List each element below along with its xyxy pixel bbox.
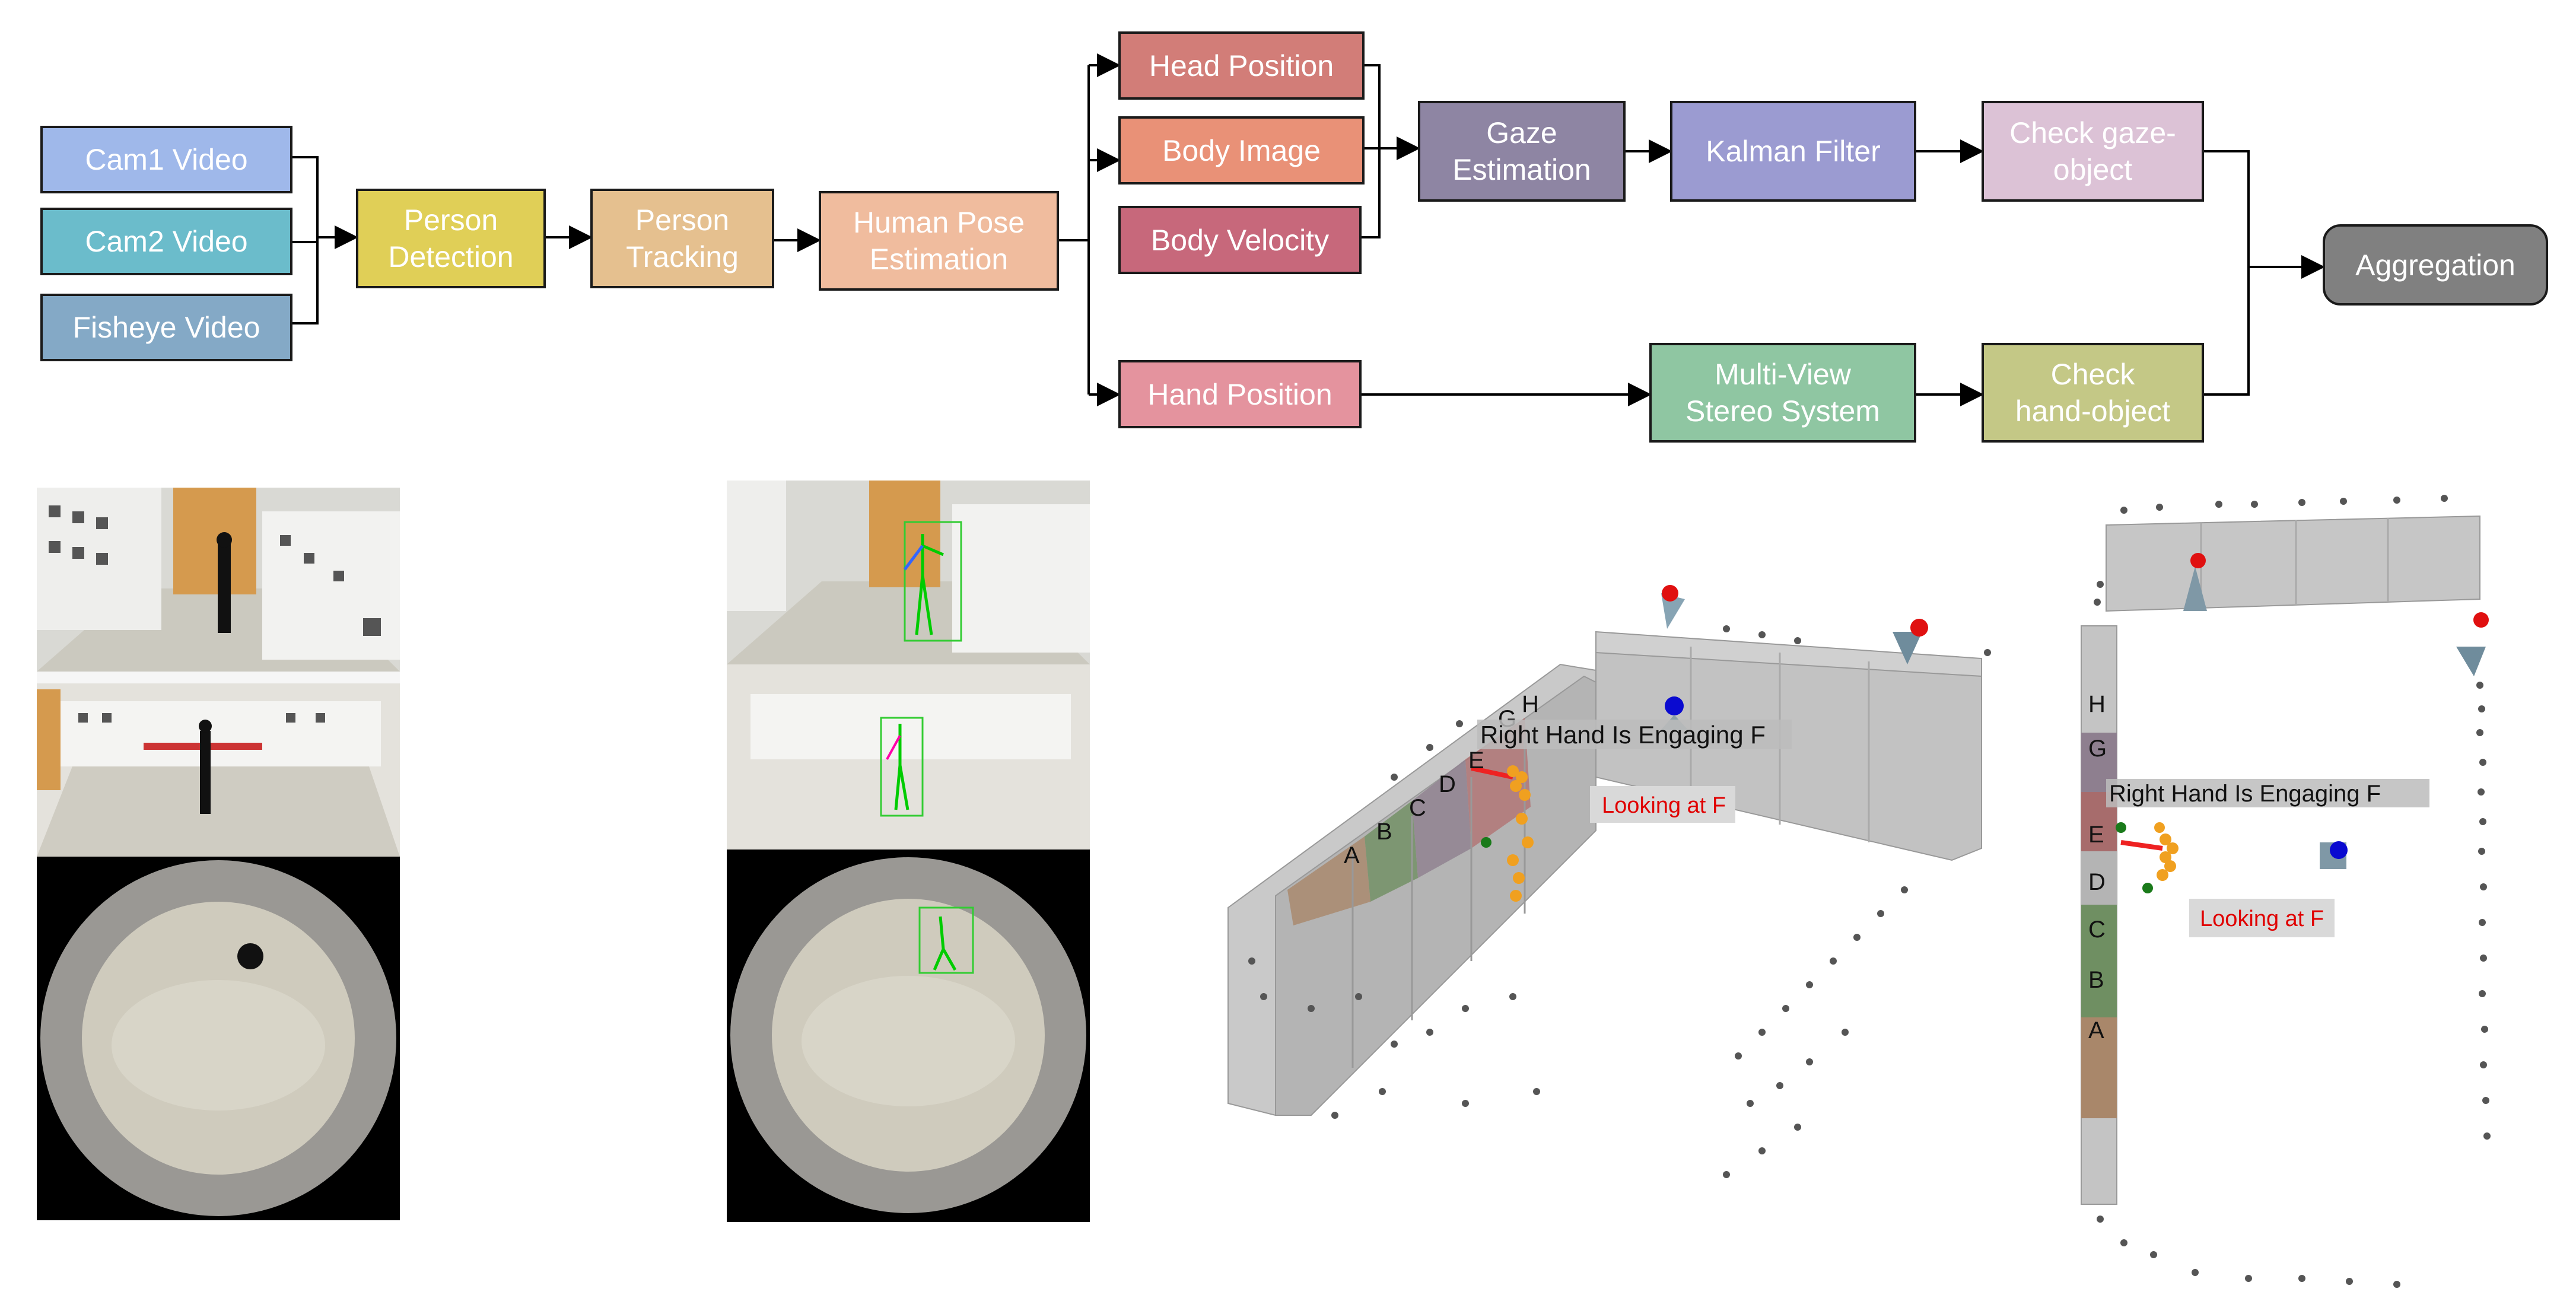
check-hand-object-box: Check hand-object xyxy=(1982,343,2204,443)
fisheye-video-box: Fisheye Video xyxy=(40,294,292,361)
shelf-label-b: B xyxy=(1376,819,1392,845)
pose-frames-illustration xyxy=(727,481,1090,1222)
pose-annotated-frames xyxy=(727,481,1090,1222)
top-shelf-label-b: B xyxy=(2088,967,2104,993)
cam1-video-box: Cam1 Video xyxy=(40,126,292,193)
gaze-estimation-box: Gaze Estimation xyxy=(1418,101,1626,202)
shelf-label-h: H xyxy=(1522,691,1539,717)
scene-3d-view: A B C D E G H Right Hand Is Engaging F L… xyxy=(1216,581,2005,1210)
kalman-filter-box: Kalman Filter xyxy=(1670,101,1916,202)
hand-position-box: Hand Position xyxy=(1118,360,1362,428)
person-tracking-box: Person Tracking xyxy=(590,189,774,288)
shelf-label-c: C xyxy=(1409,795,1426,821)
shelf-label-d: D xyxy=(1439,771,1456,797)
check-gaze-object-box: Check gaze- object xyxy=(1982,101,2204,202)
scene-top-illustration: H G E D C B A Right Hand Is Engaging F L… xyxy=(2081,495,2491,1288)
cam2-video-box: Cam2 Video xyxy=(40,208,292,275)
aggregation-box: Aggregation xyxy=(2323,224,2548,306)
shelf-label-e: E xyxy=(1468,747,1484,774)
head-position-box: Head Position xyxy=(1118,31,1365,100)
person-detection-box: Person Detection xyxy=(356,189,546,288)
body-image-box: Body Image xyxy=(1118,116,1365,184)
scene-3d-illustration: A B C D E G H Right Hand Is Engaging F L… xyxy=(1227,585,1991,1178)
gaze-caption-top: Looking at F xyxy=(2200,906,2324,931)
hand-engagement-caption-top: Right Hand Is Engaging F xyxy=(2109,781,2381,807)
top-shelf-label-d: D xyxy=(2088,869,2106,895)
raw-camera-frames xyxy=(37,488,400,1220)
body-velocity-box: Body Velocity xyxy=(1118,206,1362,274)
top-shelf-label-c: C xyxy=(2088,917,2106,943)
multi-view-stereo-box: Multi-View Stereo System xyxy=(1649,343,1916,443)
raw-frames-illustration xyxy=(37,488,400,1220)
gaze-caption-3d: Looking at F xyxy=(1602,793,1726,818)
human-pose-estimation-box: Human Pose Estimation xyxy=(819,191,1059,291)
hand-engagement-caption-3d: Right Hand Is Engaging F xyxy=(1480,721,1766,749)
scene-top-view: H G E D C B A Right Hand Is Engaging F L… xyxy=(2065,483,2569,1302)
top-shelf-label-e: E xyxy=(2088,822,2104,848)
top-shelf-label-a: A xyxy=(2088,1017,2104,1043)
top-shelf-label-g: G xyxy=(2088,736,2107,762)
shelf-label-a: A xyxy=(1344,842,1360,868)
top-shelf-label-h: H xyxy=(2088,691,2106,717)
